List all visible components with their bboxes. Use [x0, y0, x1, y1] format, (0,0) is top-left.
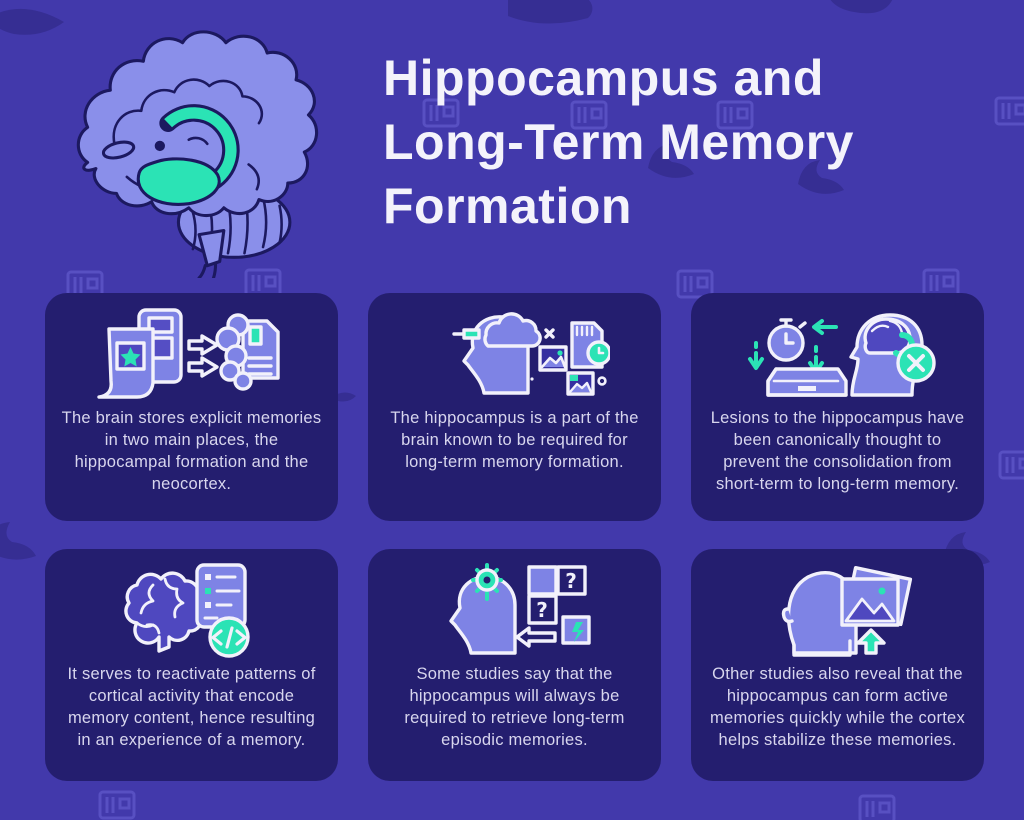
card-required-for-retrieval: ? ? Some studies say that the hippocampu… — [368, 549, 661, 781]
info-cards-grid: The brain stores explicit memories in tw… — [45, 293, 984, 781]
page-title: Hippocampus and Long-Term Memory Formati… — [383, 46, 983, 238]
brain-code-document-icon — [107, 563, 277, 658]
card-text: Some studies say that the hippocampus wi… — [404, 665, 625, 749]
card-reactivates-cortical-patterns: It serves to reactivate patterns of cort… — [45, 549, 338, 781]
title-line-1: Hippocampus and — [383, 50, 824, 106]
film-to-brain-storage-icon — [96, 307, 287, 401]
svg-text:?: ? — [536, 598, 548, 622]
card-lesions-prevent-consolidation: Lesions to the hippocampus have been can… — [691, 293, 984, 521]
card-quick-memory-formation: Other studies also reveal that the hippo… — [691, 549, 984, 781]
head-memory-card-icon — [420, 307, 610, 401]
card-text: The brain stores explicit memories in tw… — [61, 409, 322, 493]
title-line-2: Long-Term Memory — [383, 114, 854, 170]
card-hippocampus-required: The hippocampus is a part of the brain k… — [368, 293, 661, 521]
svg-text:?: ? — [565, 569, 577, 593]
card-text: Other studies also reveal that the hippo… — [710, 665, 965, 749]
card-text: Lesions to the hippocampus have been can… — [710, 409, 965, 493]
card-text: It serves to reactivate patterns of cort… — [67, 665, 316, 749]
stopwatch-archive-blocked-head-icon — [740, 307, 936, 401]
card-explicit-memory-storage: The brain stores explicit memories in tw… — [45, 293, 338, 521]
head-gear-puzzle-icon: ? ? — [425, 563, 605, 657]
brain-hippocampus-illustration — [76, 30, 319, 278]
title-line-3: Formation — [383, 178, 632, 234]
header: Hippocampus and Long-Term Memory Formati… — [0, 0, 1024, 290]
head-photos-recall-icon — [748, 563, 928, 657]
card-text: The hippocampus is a part of the brain k… — [390, 409, 639, 471]
